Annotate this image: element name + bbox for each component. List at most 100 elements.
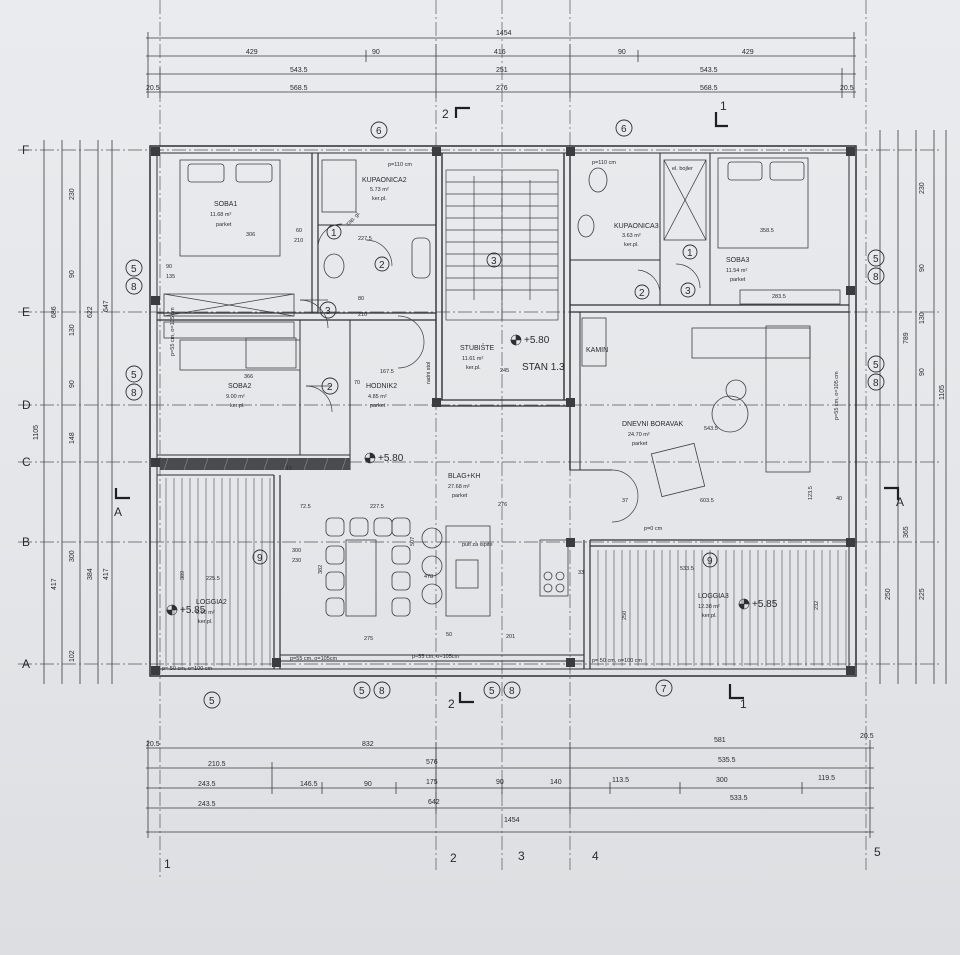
level-markers (166, 334, 750, 616)
room-kamin-name: KAMIN (586, 347, 608, 354)
room-stubiste-floor: ker.pl. (466, 365, 481, 371)
bubble-8a: 8 (131, 282, 137, 293)
in-dim-135: 135 (166, 274, 175, 280)
side-dimension-chains (43, 130, 947, 684)
bubble-2a: 2 (379, 260, 385, 271)
bubble-6f: 5 (359, 686, 365, 697)
note-win-dining-b: p=55 cm, o=105cm (412, 654, 460, 660)
section-1-top: 1 (720, 99, 727, 113)
bubble-6a: 5 (131, 264, 137, 275)
dim-top-543b: 543.5 (700, 67, 718, 74)
dim-bot-832: 832 (362, 741, 374, 748)
bubble-2c: 2 (639, 288, 645, 299)
note-win-side-right: p=55 cm, o=105 cm (834, 371, 840, 420)
in-dim-40: 40 (836, 496, 842, 502)
dim-bot-total: 1454 (504, 817, 520, 824)
room-stubiste-name: STUBIŠTE (460, 343, 495, 352)
section-marks (114, 106, 900, 704)
in-dim-300: 300 (292, 548, 301, 554)
note-bojler: el. bojler (672, 166, 693, 172)
dim-left-1105: 1105 (33, 425, 40, 440)
dim-left-384: 384 (87, 568, 94, 580)
in-dim-276: 276 (498, 502, 507, 508)
dim-top-429b: 429 (742, 49, 754, 56)
room-kup3-area: 3.63 m² (622, 233, 641, 239)
room-stan-name: STAN 1.3 (522, 362, 565, 373)
bubble-3c: 3 (685, 286, 691, 297)
dim-bot-146: 146.5 (300, 781, 318, 788)
bubble-7: 7 (661, 684, 667, 695)
dim-left-300: 300 (69, 550, 76, 562)
in-dim-15: 15 (286, 466, 292, 472)
grid-label-D: D (22, 398, 31, 412)
dim-right-90a: 90 (919, 264, 926, 272)
dim-top-568b: 568.5 (700, 85, 718, 92)
in-dim-366: 366 (244, 374, 253, 380)
bubble-6d: 5 (873, 360, 879, 371)
dim-right-90b: 90 (919, 368, 926, 376)
room-kup2-floor: ker.pl. (372, 196, 387, 202)
grid-label-4: 4 (592, 849, 599, 863)
dim-bot-140: 140 (550, 779, 562, 786)
in-dim-210b: 210 (358, 312, 367, 318)
in-dim-283: 283.5 (772, 294, 786, 300)
in-dim-90: 90 (166, 264, 172, 270)
in-dim-227: 227.5 (358, 236, 372, 242)
bubble-6c: 5 (873, 254, 879, 265)
bubble-6g: 5 (489, 686, 495, 697)
in-dim-80: 80 (358, 296, 364, 302)
room-hodnik2-name: HODNIK2 (366, 383, 397, 390)
section-2-top: 2 (442, 107, 449, 121)
staircase (445, 169, 559, 321)
in-dim-225: 225.5 (206, 576, 220, 582)
dim-left-417a: 417 (51, 578, 58, 590)
dim-bot-113: 113.5 (612, 777, 629, 784)
room-soba1-name: SOBA1 (214, 201, 237, 208)
room-dnevni-name: DNEVNI BORAVAK (622, 421, 684, 428)
room-blag-area: 27.68 m² (448, 484, 470, 490)
bottom-dimension-chains (146, 740, 874, 838)
in-dim-37: 37 (622, 498, 628, 504)
dim-top-90a: 90 (372, 49, 380, 56)
dim-left-90a: 90 (69, 270, 76, 278)
bubble-labels: 6 6 1 2 3 2 3 1 2 3 5 8 5 8 5 8 5 8 5 5 … (131, 124, 879, 707)
dim-right-130: 130 (919, 312, 926, 324)
room-soba1-area: 11.68 m² (210, 212, 231, 218)
note-win-loggia3: p= 50 cm, o=100 cm (592, 658, 643, 664)
door-swings (299, 223, 701, 523)
dim-right-225: 225 (919, 588, 926, 600)
loggia2-deck (165, 478, 271, 666)
bubble-2b: 2 (327, 382, 333, 393)
section-2-bottom: 2 (448, 697, 455, 711)
parapet-band (160, 458, 350, 470)
bubble-6b: 5 (131, 370, 137, 381)
bubble-8d: 8 (873, 378, 879, 389)
dim-top-568a: 568.5 (290, 85, 308, 92)
room-soba2-area: 9.00 m² (226, 394, 245, 400)
dim-left-647: 647 (103, 300, 110, 312)
in-dim-60: 60 (296, 228, 302, 234)
dim-bot-175: 175 (426, 779, 438, 786)
dim-bot-533: 533.5 (730, 795, 748, 802)
grid-label-C: C (22, 455, 31, 469)
dim-bot-300: 300 (716, 777, 728, 784)
in-dim-543: 543.5 (704, 426, 718, 432)
furniture (163, 157, 841, 617)
in-dim-389: 389 (180, 571, 186, 580)
bubble-8e: 8 (379, 686, 385, 697)
section-A-left: A (114, 505, 122, 519)
dim-left-148: 148 (69, 432, 76, 444)
walls (149, 145, 857, 677)
in-dim-358: 358.5 (760, 228, 774, 234)
in-dim-201: 201 (506, 634, 515, 640)
in-dim-478: 478 (424, 574, 433, 580)
grid-label-3: 3 (518, 849, 525, 863)
level-loggia3: +5.85 (752, 599, 778, 610)
parapet-hatch (163, 457, 347, 471)
dim-bot-535: 535.5 (718, 757, 736, 764)
bubble-1a: 1 (331, 228, 337, 239)
in-dim-232: 232 (814, 601, 820, 610)
room-kup3-floor: ker.pl. (624, 242, 639, 248)
grid-label-F: F (22, 143, 29, 157)
detail-bubbles (125, 119, 885, 709)
